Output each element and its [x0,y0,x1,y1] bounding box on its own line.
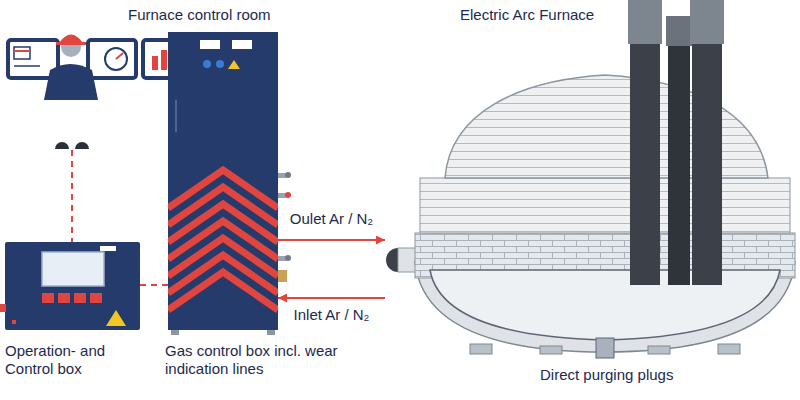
control-room: Furnace control room [0,0,290,150]
electrode [668,32,690,285]
gauge-icon [105,48,127,70]
part-label: Direct purging plugs [540,366,673,384]
monitor-icon [14,50,30,52]
door-hinge [175,100,177,132]
chevron-pattern [168,170,278,310]
node-title: Furnace control room [128,6,271,24]
operator-foot [75,142,89,149]
valve-knob [285,255,291,261]
control-box: Operation- and Control box [5,242,140,330]
operator-foot [55,142,69,149]
gas-flow-arrow [278,297,385,299]
push-button [74,293,86,303]
operator-helmet [59,35,83,44]
valve-knob [285,172,291,178]
logo-plate [200,40,220,49]
monitor-icon [14,47,30,59]
node-title: Gas control box incl. wear indication li… [165,342,355,378]
push-button [90,293,102,303]
furnace-support [648,346,670,354]
node-title: Operation- and Control box [5,342,145,378]
electrode [692,42,722,285]
electrode-clamp [628,0,662,44]
control-box-knob [0,304,6,312]
furnace-support [470,344,492,354]
touch-screen [42,252,104,286]
gauge-needle [116,53,123,59]
logo-plate [232,40,252,49]
brass-fitting [278,270,287,282]
control-box-housing [5,242,140,330]
purging-plug [596,338,614,358]
monitor-icon [14,65,40,67]
sign-icon [203,60,211,68]
box-foot [171,330,179,335]
flow-label: Inlet Ar / N₂ [291,306,373,324]
valve [278,173,286,178]
cooling-panels [420,178,790,233]
operator-body [44,64,98,100]
electrode-clamp [690,0,724,44]
flow-label: Oulet Ar / N₂ [287,210,376,228]
bar-icon [161,50,167,70]
box-foot [267,330,275,335]
electrode [630,42,660,285]
bar-icon [152,56,158,70]
indicator-lamp [12,320,16,324]
valve-knob [285,192,291,198]
chevron [168,272,278,310]
electric-arc-furnace: Electric Arc Furnace [385,0,795,360]
signal-line [140,284,168,286]
furnace-support [540,346,562,354]
valve [278,256,286,261]
sign-icon [216,60,224,68]
monitor [88,40,136,78]
operator-helmet-brim [56,42,86,45]
node-title: Electric Arc Furnace [460,6,594,24]
gas-control-box: Gas control box incl. wear indication li… [168,32,278,330]
signal-line [71,150,73,242]
push-button [58,293,70,303]
furnace-support [718,344,740,354]
gas-box-housing [168,32,278,330]
gas-flow-arrow [278,239,385,241]
warning-sign [106,310,126,326]
logo-plate [100,246,116,251]
furnace-spout [386,248,398,272]
valve [278,193,286,198]
warning-sign [228,60,240,69]
electrode-clamp [666,16,692,46]
push-button [42,293,54,303]
furnace-hearth [430,270,780,340]
